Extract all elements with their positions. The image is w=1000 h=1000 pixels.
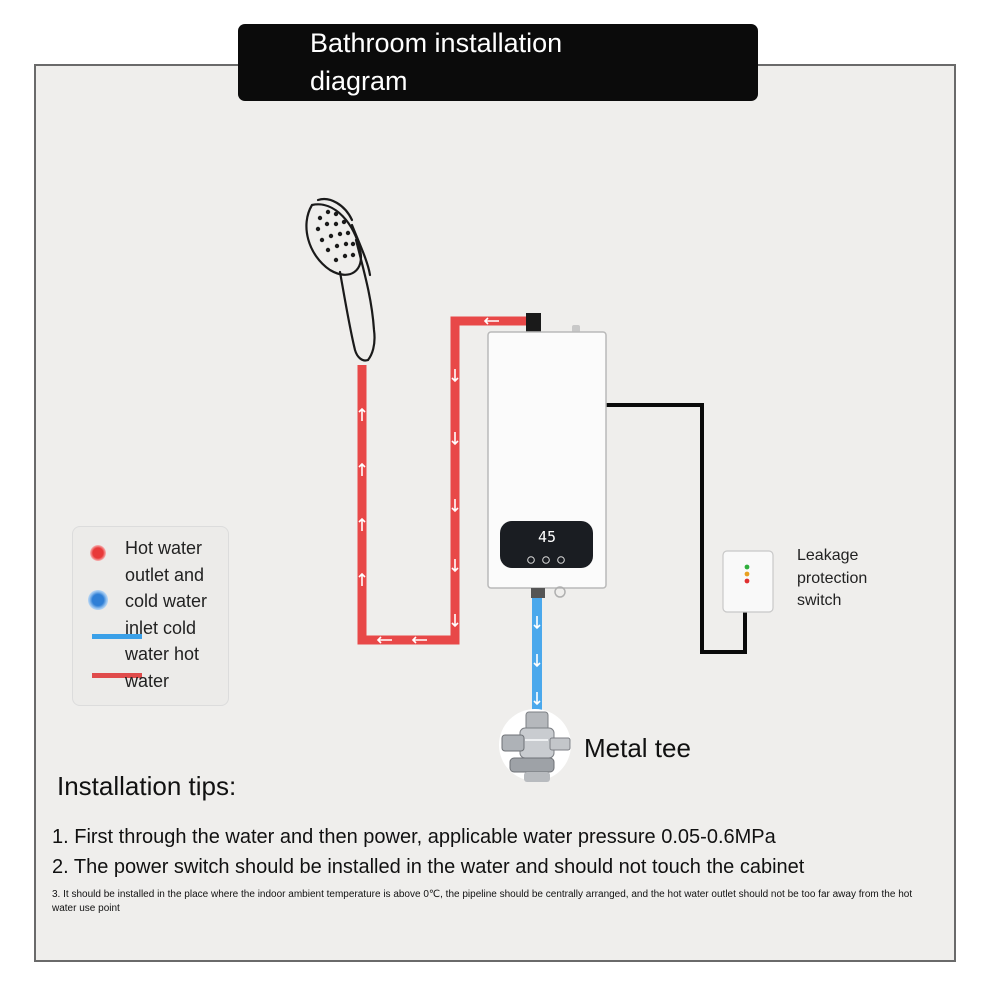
hot-water-pipe [357,316,530,645]
title-bar: Bathroom installation diagram [238,24,758,101]
metal-tee-icon [499,709,571,782]
arrow-icon [483,317,499,325]
arrow-icon [451,369,459,383]
arrow-icon [451,432,459,446]
hot-water-dot-icon [90,545,106,561]
hot-water-line-swatch [92,673,142,678]
power-cable [605,403,747,654]
arrow-icon [533,654,541,668]
legend-text: Hot water outlet and cold water inlet co… [125,535,225,694]
legend-line: cold water [125,591,208,611]
arrow-icon [358,517,366,531]
metal-tee-label: Metal tee [584,733,691,763]
tip-item: 3. It should be installed in the place w… [52,889,913,914]
water-heater-icon: 45 [487,313,607,598]
leakage-label-line: protection [797,569,868,587]
leakage-label-line: switch [797,592,842,609]
cold-water-dot-icon [88,590,108,610]
heater-display-value: 45 [538,528,556,546]
arrow-icon [376,636,392,644]
arrow-icon [533,692,541,706]
legend-line: water [125,670,170,691]
cold-flow-arrows [533,616,541,706]
arrow-icon [358,407,366,421]
page-title: Bathroom installation diagram [310,24,730,100]
legend-line: Hot water [125,538,203,558]
tip-item: 2. The power switch should be installed … [52,856,805,878]
legend-line: water hot [125,644,200,664]
legend-line: outlet and [125,564,205,585]
shower-head-icon [305,197,376,362]
arrow-icon [451,614,459,628]
title-line-1: Bathroom installation [310,28,563,58]
arrow-icon [451,559,459,573]
leakage-label-line: Leakage [797,547,859,564]
arrow-icon [411,636,427,644]
legend: Hot water outlet and cold water inlet co… [72,526,229,706]
tip-item: 1. First through the water and then powe… [52,826,776,848]
title-line-2: diagram [310,66,408,96]
arrow-icon [533,616,541,630]
tips-heading: Installation tips: [57,771,237,801]
hot-flow-arrows [358,317,499,644]
arrow-icon [358,462,366,476]
arrow-icon [451,499,459,513]
legend-line: inlet cold [125,617,197,638]
leakage-switch-icon [722,550,774,613]
leakage-switch-label: Leakage protection switch [797,545,907,613]
arrow-icon [358,572,366,586]
cold-water-line-swatch [92,634,142,639]
